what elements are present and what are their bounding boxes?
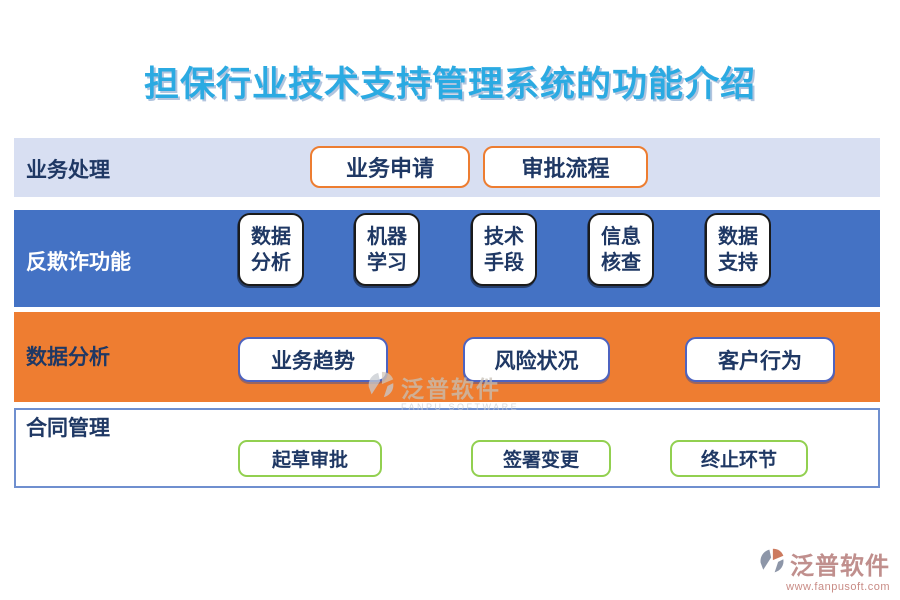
band-label-contract-management: 合同管理 (26, 416, 110, 440)
node-technical-means[interactable]: 技术手段 (471, 213, 537, 286)
node-risk-status[interactable]: 风险状况 (463, 337, 610, 382)
node-draft-approval[interactable]: 起草审批 (238, 440, 382, 477)
band-label-anti-fraud: 反欺诈功能 (26, 250, 131, 274)
node-signing-change[interactable]: 签署变更 (471, 440, 611, 477)
node-approval-process[interactable]: 审批流程 (483, 146, 648, 188)
node-termination-step[interactable]: 终止环节 (670, 440, 808, 477)
footer-brand-name: 泛普软件 (790, 554, 890, 580)
footer-brand: 泛普软件 www.fanpusoft.com (758, 546, 890, 593)
footer-url[interactable]: www.fanpusoft.com (786, 581, 890, 593)
node-business-trend[interactable]: 业务趋势 (238, 337, 388, 382)
node-information-verification[interactable]: 信息核查 (588, 213, 654, 286)
page-title: 担保行业技术支持管理系统的功能介绍 (143, 65, 756, 104)
node-machine-learning[interactable]: 机器学习 (354, 213, 420, 286)
node-data-analysis[interactable]: 数据分析 (238, 213, 304, 286)
node-customer-behavior[interactable]: 客户行为 (685, 337, 835, 382)
node-data-support[interactable]: 数据支持 (705, 213, 771, 286)
node-business-application[interactable]: 业务申请 (310, 146, 470, 188)
band-label-business-processing: 业务处理 (26, 158, 110, 182)
fanpu-logo-icon (758, 547, 786, 580)
band-label-data-analysis: 数据分析 (26, 345, 110, 369)
